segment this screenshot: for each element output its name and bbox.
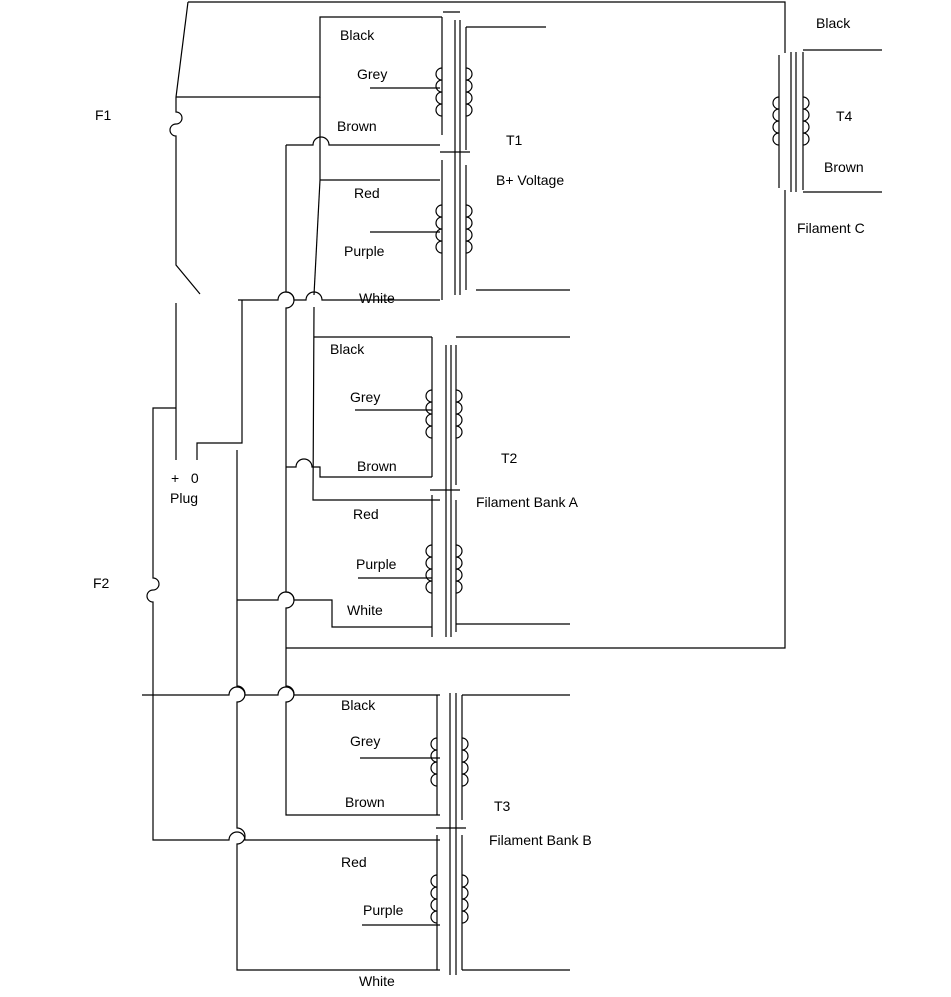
t1-wire-black-label: Black [340,27,375,43]
wiring [142,1,786,971]
f1-label: F1 [95,107,112,123]
f2-wire-upper [152,407,176,575]
t2-desc-label: Filament Bank A [476,494,579,510]
labels: F1 F2 + 0 Plug T1 B+ Voltage Black Grey … [93,15,865,989]
f2-wire-lower [152,605,440,841]
t2-wire-white-label: White [347,602,383,618]
t3-wire-black-label: Black [341,697,376,713]
t1-diagonal-wire-2 [312,306,440,501]
plug-polarity-label: + 0 [171,470,199,486]
t3-desc-label: Filament Bank B [489,832,592,848]
transformer-t3-icon [430,693,570,975]
t1-label: T1 [506,132,523,148]
fuse-f2-icon [146,575,160,605]
bus-237 [236,450,440,971]
t2-wire-purple-label: Purple [356,556,397,572]
t2-wire-grey-label: Grey [350,389,380,405]
f1-lead-lower [175,148,201,295]
t2-brown-wire [286,458,432,478]
t1-wire-grey-label: Grey [357,66,387,82]
t1-desc-label: B+ Voltage [496,172,564,188]
t1-wire-purple-label: Purple [344,243,385,259]
t3-wire-grey-label: Grey [350,733,380,749]
t4-black-label: Black [816,15,851,31]
top-loop-wire [188,1,786,53]
plug-label: Plug [170,490,198,506]
fuse-f1-icon [169,97,183,148]
t1-brown-wire [286,136,440,146]
f1-to-black-wire [176,16,442,98]
t1-wire-white-label: White [359,290,395,306]
transformer-t4-icon [772,49,882,193]
t3-label: T3 [494,798,511,814]
t4-desc-label: Filament C [797,220,865,236]
f2-label: F2 [93,575,110,591]
t3-wire-brown-label: Brown [345,794,385,810]
transformer-t2-icon [425,336,570,637]
t1-white-wire [238,291,440,301]
t3-wire-white-label: White [359,973,395,989]
t1-diagonal-wire [313,179,321,296]
t3-black-wire [142,686,440,696]
t3-wire-red-label: Red [341,854,367,870]
t4-label: T4 [836,108,853,124]
bus-242 [196,300,243,452]
t2-wire-brown-label: Brown [357,458,397,474]
t2-white-wire [237,591,432,628]
t3-wire-purple-label: Purple [363,902,404,918]
t4-return-wire [286,190,786,649]
transformer-t1-icon [435,11,570,300]
t1-wire-brown-label: Brown [337,118,377,134]
t2-label: T2 [501,450,518,466]
t2-wire-red-label: Red [353,506,379,522]
plug-icon [175,452,198,460]
t2-wire-black-label: Black [330,341,365,357]
t1-wire-red-label: Red [354,185,380,201]
t4-brown-label: Brown [824,159,864,175]
f1-lead-upper [175,1,189,98]
